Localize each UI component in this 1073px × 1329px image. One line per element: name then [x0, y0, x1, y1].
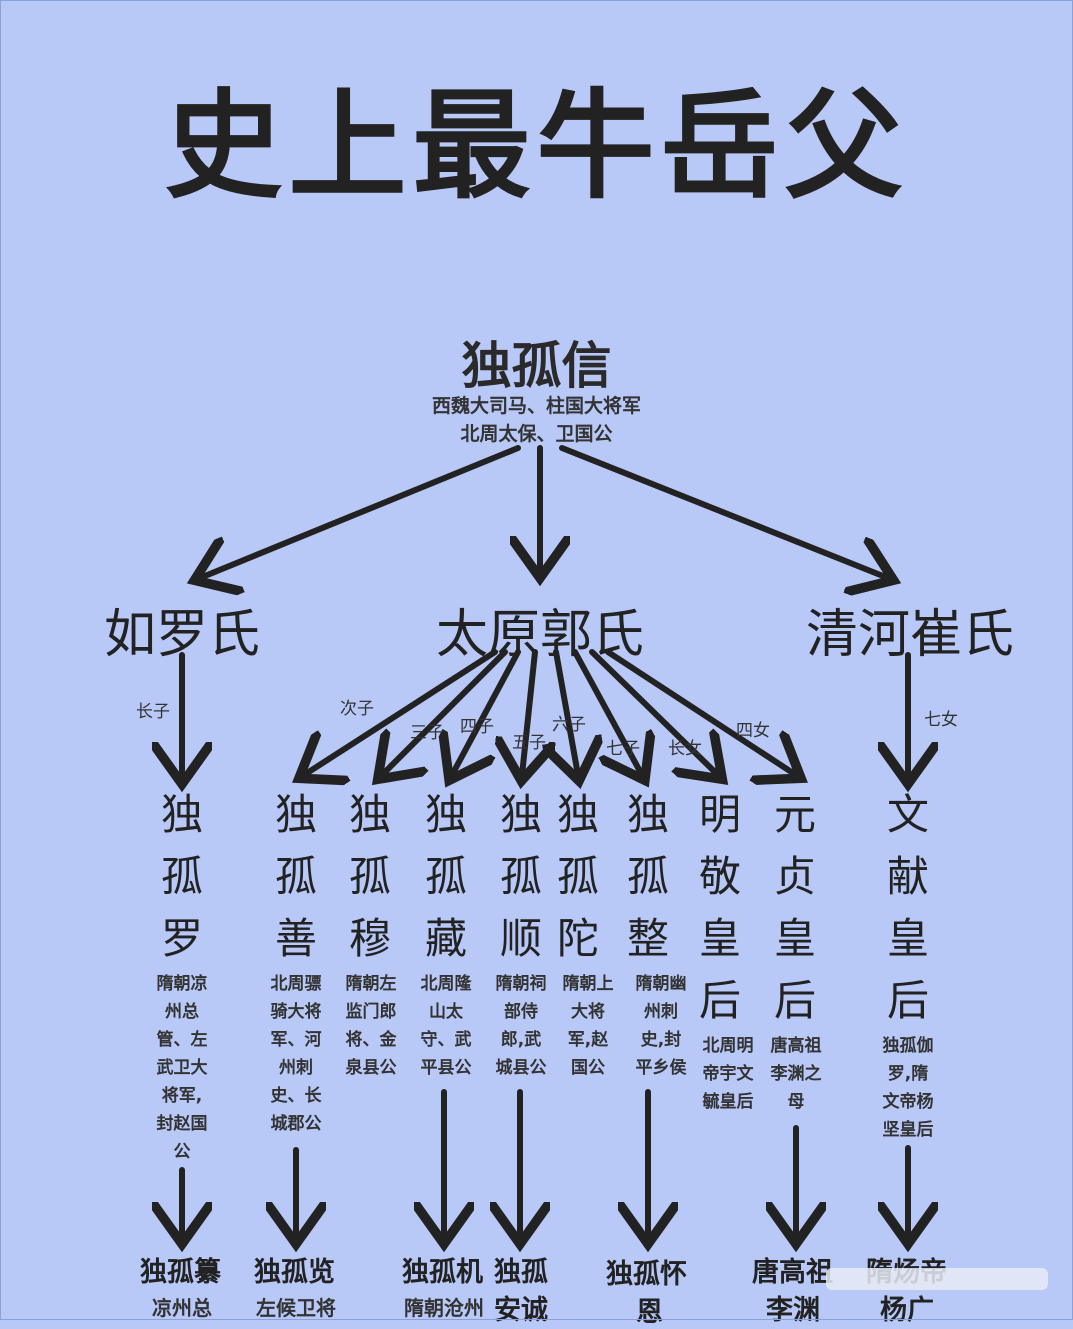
arrow-guo-to-zheng [572, 649, 642, 775]
wife-qinghe-cui: 清河崔氏 [805, 605, 1014, 665]
child-dugu-zang-desc: 北周隆山太守、武平县公 [420, 974, 472, 1078]
arrow-guo-to-tuo [556, 649, 578, 775]
relation-fourth-daughter: 四女 [736, 721, 770, 741]
root-person-desc-line2: 北周太保、卫国公 [460, 423, 613, 445]
child-mingjing-empress: 明敬皇后 [698, 790, 741, 1025]
relation-eldest-daughter: 长女 [668, 739, 702, 759]
relation-seventh-son: 七子 [606, 739, 640, 759]
child-dugu-tuo-desc: 隋朝上大将军,赵国公 [562, 974, 614, 1078]
wife-taiyuan-guo: 太原郭氏 [435, 605, 644, 665]
relation-fifth-son: 五子 [512, 733, 546, 753]
grandchild-dugu-lan: 独孤览 [254, 1257, 335, 1288]
grandchild-dugu-zuan-desc: 凉州总 [152, 1296, 212, 1320]
child-yuanzhen-empress: 元贞皇后 [773, 790, 816, 1025]
grandchild-sui-yangdi-desc: 杨广 [880, 1295, 934, 1326]
child-yuanzhen-desc: 唐高祖李渊之母 [770, 1036, 822, 1112]
child-dugu-mu: 独孤穆 [348, 790, 391, 963]
arrow-guo-to-shan [304, 649, 498, 775]
grandchild-dugu-huai: 独孤怀 [606, 1259, 687, 1290]
arrow-root-to-qinghe [559, 445, 888, 578]
grandchild-dugu-ji: 独孤机 [402, 1257, 483, 1288]
child-mingjing-desc: 北周明帝宇文毓皇后 [702, 1036, 754, 1112]
arrow-guo-to-mu [382, 649, 508, 775]
relation-fourth-son: 四子 [460, 717, 494, 737]
arrow-guo-to-zang [452, 649, 521, 775]
wife-ruluo: 如罗氏 [103, 605, 260, 665]
grandchild-dugu-2: 独孤 [494, 1257, 548, 1288]
child-dugu-shun: 独孤顺 [499, 790, 542, 963]
relation-second-son: 次子 [340, 699, 374, 719]
page-title: 史上最牛岳父 [164, 76, 909, 215]
child-dugu-mu-desc: 隋朝左监门郎将、金泉县公 [345, 974, 397, 1078]
arrow-guo-to-yuanzhen [605, 649, 796, 775]
arrow-guo-to-shun [522, 649, 535, 775]
grandchild-tang-gaozu: 唐高祖 [752, 1257, 833, 1288]
child-dugu-luo: 独孤罗 [160, 790, 203, 963]
grandchild-dugu-ji-desc: 隋朝沧州 [404, 1296, 484, 1320]
arrow-root-to-ruluo [200, 445, 521, 578]
relation-sixth-son: 六子 [552, 715, 586, 735]
child-dugu-zang: 独孤藏 [424, 790, 467, 963]
child-dugu-luo-desc: 隋朝凉州总管、左武卫大将军,封赵国公 [156, 974, 208, 1162]
grandchild-dugu-zuan: 独孤纂 [140, 1257, 221, 1288]
child-dugu-tuo: 独孤陀 [556, 790, 599, 963]
relation-third-son: 三子 [410, 723, 444, 743]
child-wenxian-empress: 文献皇后 [886, 790, 929, 1025]
child-dugu-shun-desc: 隋朝祠部侍郎,武城县公 [495, 974, 547, 1078]
child-dugu-shan-desc: 北周骠骑大将军、河州刺史、长城郡公 [270, 974, 322, 1134]
relation-seventh-daughter: 七女 [924, 710, 958, 730]
obscured-overlay [826, 1268, 1048, 1290]
grandchild-dugu-2-desc: 安诚 [494, 1295, 548, 1326]
root-person-name: 独孤信 [461, 337, 612, 395]
root-person-desc-line1: 西魏大司马、柱国大将军 [431, 395, 641, 417]
grandchild-dugu-huai-desc: 恩 [636, 1297, 663, 1328]
child-wenxian-desc: 独孤伽罗,隋文帝杨坚皇后 [882, 1036, 934, 1140]
child-dugu-zheng: 独孤整 [626, 790, 669, 963]
child-dugu-shan: 独孤善 [274, 790, 317, 963]
arrow-guo-to-mingjing [589, 649, 718, 775]
grandchild-tang-gaozu-desc: 李渊 [766, 1295, 820, 1326]
relation-eldest-son: 长子 [136, 702, 170, 722]
child-dugu-zheng-desc: 隋朝幽州刺史,封平乡侯 [635, 974, 687, 1078]
grandchild-dugu-lan-desc: 左候卫将 [256, 1296, 336, 1320]
